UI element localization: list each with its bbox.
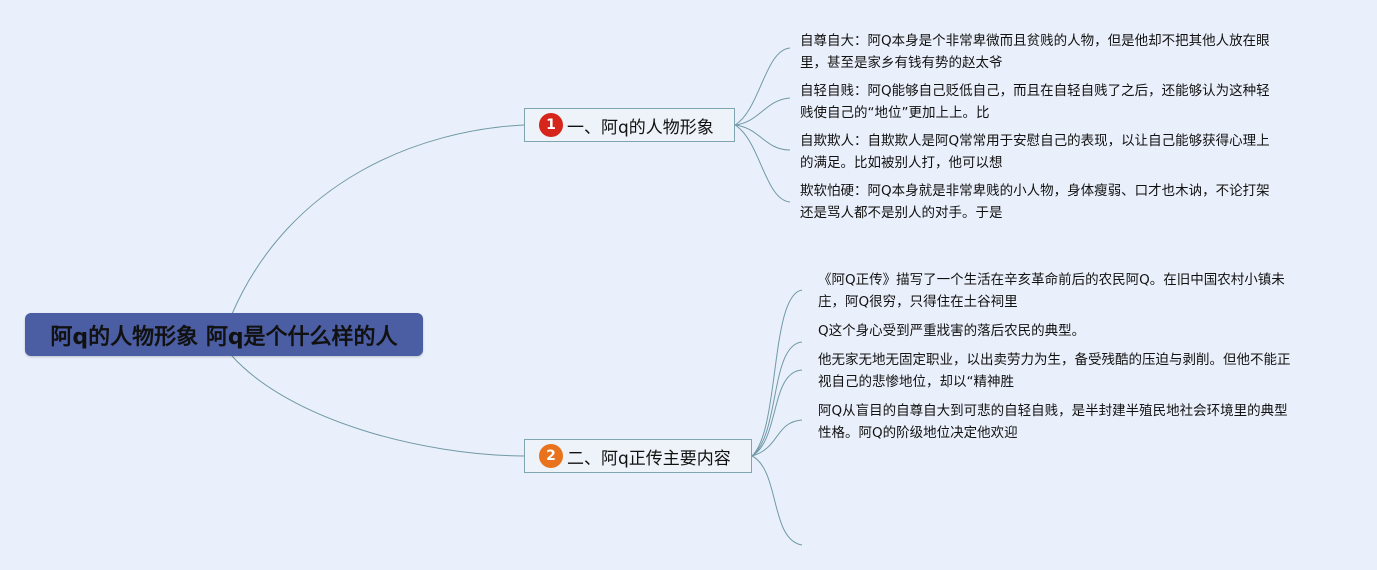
leaf-line: 欺软怕硬：阿Q本身就是非常卑贱的小人物，身体瘦弱、口才也木讷，不论打架: [800, 183, 1270, 199]
number-1-icon: 1: [539, 113, 563, 137]
leaf-line: 的满足。比如被别人打，他可以想: [800, 155, 1003, 171]
branch-topic-label: 二、阿q正传主要内容: [567, 448, 731, 469]
leaf-line: 贱使自己的“地位”更加上上。比: [800, 105, 990, 121]
leaf-line: Q这个身心受到严重戕害的落后农民的典型。: [818, 323, 1086, 339]
leaf-line: 他无家无地无固定职业，以出卖劳力为生，备受残酷的压迫与剥削。但他不能正: [818, 352, 1291, 368]
leaf-topic[interactable]: 阿Q从盲目的自尊自大到可悲的自轻自贱，是半封建半殖民地社会环境里的典型 性格。阿…: [818, 400, 1288, 444]
root-topic-label: 阿q的人物形象 阿q是个什么样的人: [50, 324, 398, 350]
connector-root-branch-2: [231, 355, 525, 457]
leaf-line: 自轻自贱：阿Q能够自己贬低自己，而且在自轻自贱了之后，还能够认为这种轻: [800, 83, 1270, 99]
connector-b1-leaf-4: [734, 124, 791, 203]
connector-b2-leaf-5: [751, 455, 803, 546]
branch-topic-2[interactable]: 2 二、阿q正传主要内容: [524, 439, 752, 473]
leaf-topic[interactable]: 自欺欺人：自欺欺人是阿Q常常用于安慰自己的表现，以让自己能够获得心理上 的满足。…: [800, 130, 1270, 174]
leaf-topic[interactable]: 自尊自大：阿Q本身是个非常卑微而且贫贱的人物，但是他却不把其他人放在眼 里，甚至…: [800, 30, 1270, 74]
connector-b2-leaf-1: [751, 289, 803, 457]
leaf-topic[interactable]: 《阿Q正传》描写了一个生活在辛亥革命前后的农民阿Q。在旧中国农村小镇未 庄，阿Q…: [818, 269, 1285, 313]
connector-b1-leaf-3: [734, 124, 791, 151]
leaf-line: 《阿Q正传》描写了一个生活在辛亥革命前后的农民阿Q。在旧中国农村小镇未: [818, 272, 1285, 288]
leaf-topic[interactable]: 他无家无地无固定职业，以出卖劳力为生，备受残酷的压迫与剥削。但他不能正 视自己的…: [818, 349, 1291, 393]
leaf-topic[interactable]: 欺软怕硬：阿Q本身就是非常卑贱的小人物，身体瘦弱、口才也木讷，不论打架 还是骂人…: [800, 180, 1270, 224]
leaf-line: 自欺欺人：自欺欺人是阿Q常常用于安慰自己的表现，以让自己能够获得心理上: [800, 133, 1270, 149]
leaf-line: 自尊自大：阿Q本身是个非常卑微而且贫贱的人物，但是他却不把其他人放在眼: [800, 33, 1270, 49]
connector-b2-leaf-2: [751, 341, 803, 457]
leaf-line: 性格。阿Q的阶级地位决定他欢迎: [818, 425, 1018, 441]
branch-topic-label: 一、阿q的人物形象: [567, 117, 714, 138]
branch-topic-1[interactable]: 1 一、阿q的人物形象: [524, 108, 735, 142]
connector-root-branch-1: [231, 124, 525, 315]
leaf-line: 里，甚至是家乡有钱有势的赵太爷: [800, 55, 1003, 71]
root-topic[interactable]: 阿q的人物形象 阿q是个什么样的人: [25, 313, 423, 356]
connector-b1-leaf-2: [734, 97, 791, 126]
leaf-line: 还是骂人都不是别人的对手。于是: [800, 205, 1003, 221]
leaf-line: 阿Q从盲目的自尊自大到可悲的自轻自贱，是半封建半殖民地社会环境里的典型: [818, 403, 1288, 419]
connector-b2-leaf-3: [751, 369, 803, 457]
leaf-line: 庄，阿Q很穷，只得住在土谷祠里: [818, 294, 1018, 310]
number-2-icon: 2: [539, 444, 563, 468]
connector-b1-leaf-1: [734, 47, 791, 126]
connector-b2-leaf-4: [751, 419, 803, 457]
leaf-topic[interactable]: 自轻自贱：阿Q能够自己贬低自己，而且在自轻自贱了之后，还能够认为这种轻 贱使自己…: [800, 80, 1270, 124]
leaf-line: 视自己的悲惨地位，却以“精神胜: [818, 374, 1014, 390]
leaf-topic[interactable]: Q这个身心受到严重戕害的落后农民的典型。: [818, 320, 1085, 342]
